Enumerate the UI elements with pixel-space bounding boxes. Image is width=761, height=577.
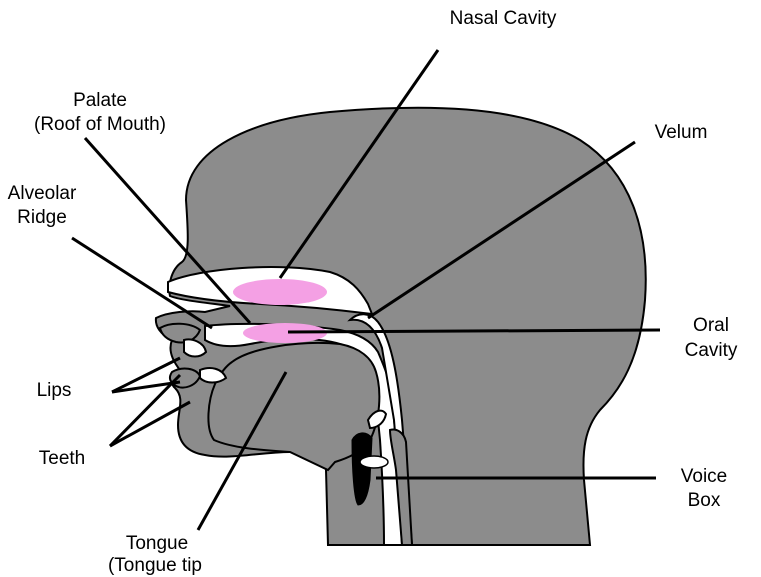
label-alveolar-line1: Alveolar [8,183,77,204]
label-palate-line2: (Roof of Mouth) [34,114,166,135]
label-voice-line1: Voice [681,466,727,487]
label-oral-line2: Cavity [685,340,738,361]
label-velum: Velum [655,122,708,143]
label-nasal-cavity: Nasal Cavity [450,8,557,29]
label-voice-line2: Box [688,490,721,511]
label-tongue-line2: (Tongue tip [108,555,202,576]
nasal-cavity-highlight [233,279,327,305]
label-alveolar-line2: Ridge [17,207,67,228]
oral-cavity-pointer [288,330,660,332]
label-palate-line1: Palate [73,90,127,111]
vocal-fold-mark [360,456,388,468]
label-teeth: Teeth [39,448,85,469]
label-lips: Lips [37,380,72,401]
label-oral-line1: Oral [693,315,729,336]
label-tongue-line1: Tongue [126,533,188,554]
